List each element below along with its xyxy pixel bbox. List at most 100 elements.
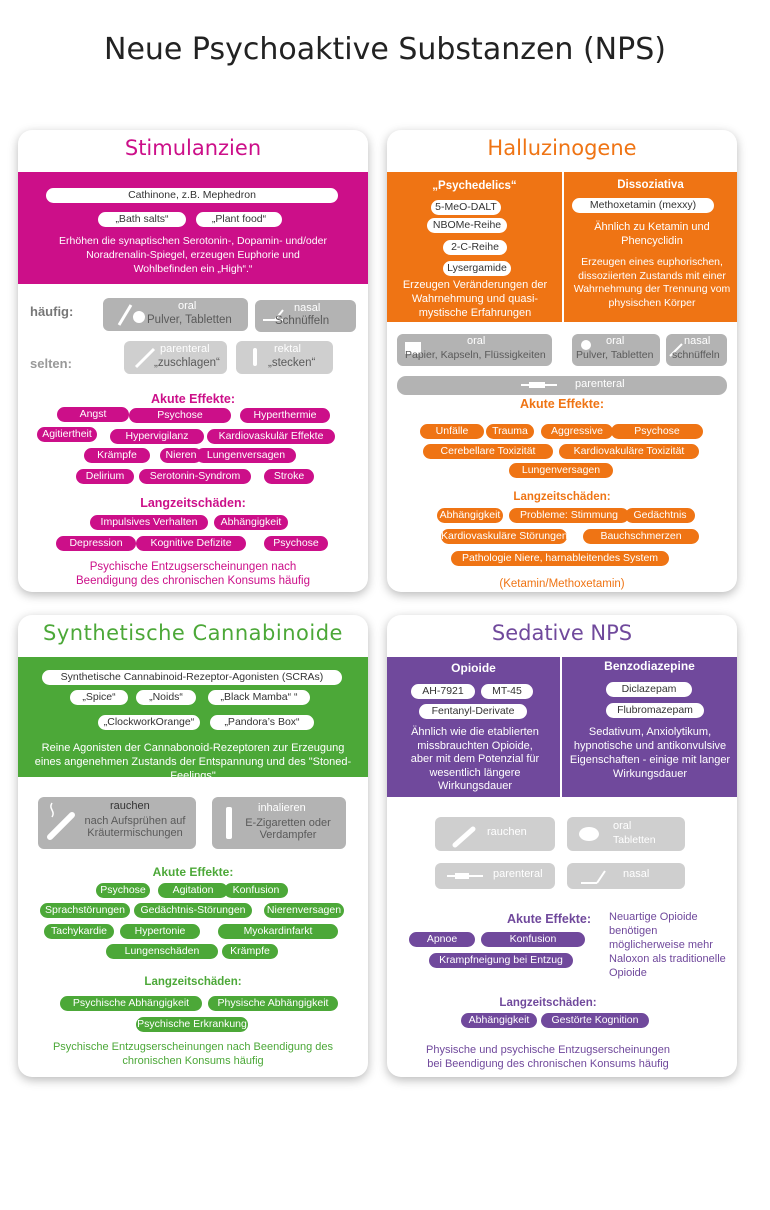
route-sub: „stecken“ — [268, 357, 316, 369]
route-title: inhalieren — [258, 802, 306, 814]
substance-pill: Flubromazepam — [606, 703, 704, 718]
paper-icon — [405, 342, 421, 354]
effect-pill: Krämpfe — [84, 448, 150, 463]
effect-pill: Unfälle — [420, 424, 484, 439]
pill-icon — [579, 827, 599, 841]
longterm-title: Langzeitschäden: — [140, 496, 246, 510]
note-text: Physische und psychische Entzugserschein… — [426, 1044, 670, 1070]
effect-pill: Angst — [57, 407, 129, 422]
route-rauchen: rauchen — [435, 817, 555, 851]
tag-pill: „ClockworkOrange“ — [98, 715, 200, 730]
longterm-title: Langzeitschäden: — [499, 997, 597, 1009]
longterm-pill: Impulsives Verhalten — [90, 515, 208, 530]
column-desc: Sedativum, Anxiolytikum, hypnotische und… — [569, 726, 731, 780]
effect-pill: Lungenversagen — [509, 463, 613, 478]
effect-pill: Krämpfe — [222, 944, 278, 959]
route-title: oral — [178, 300, 197, 312]
card-title: Halluzinogene — [487, 136, 637, 160]
column-desc: Ähnlich wie die etablierten missbrauchte… — [410, 726, 540, 792]
effect-pill: Psychose — [96, 883, 150, 898]
effect-pill: Hyperthermie — [240, 408, 330, 423]
effect-pill: Hypertonie — [120, 924, 200, 939]
effect-pill: Konfusion — [224, 883, 288, 898]
route-oral: oral Tabletten — [567, 817, 685, 851]
route-title: parenteral — [160, 343, 210, 355]
card-sedative: Sedative NPS Opioide AH-7921 MT-45 Fenta… — [387, 615, 737, 1077]
effect-pill: Kardiovakuläre Toxizität — [559, 444, 699, 459]
effect-pill: Kardiovaskulär Effekte — [207, 429, 335, 444]
card-title: Stimulanzien — [124, 136, 262, 160]
joint-icon — [452, 826, 476, 848]
e-cigarette-icon — [226, 807, 232, 839]
route-sub: schnüffeln — [672, 349, 720, 361]
substance-pill: Synthetische Cannabinoid-Rezeptor-Agonis… — [42, 670, 342, 685]
column-title: Benzodiazepine — [604, 659, 695, 673]
longterm-pill: Gestörte Kognition — [541, 1013, 649, 1028]
route-title: nasal — [623, 868, 650, 880]
route-rauchen: rauchen nach Aufsprühen auf Kräutermisch… — [38, 797, 196, 849]
route-parenteral: parenteral — [397, 376, 727, 395]
card-title: Sedative NPS — [491, 621, 633, 645]
route-oral: oral Pulver, Tabletten — [103, 298, 248, 331]
info-band-left: Opioide AH-7921 MT-45 Fentanyl-Derivate … — [387, 657, 560, 797]
route-title: parenteral — [493, 868, 543, 880]
straw-icon — [669, 343, 683, 357]
effect-pill: Lungenschäden — [106, 944, 218, 959]
effect-pill: Psychose — [611, 424, 703, 439]
joint-icon — [47, 802, 75, 840]
syringe-icon — [521, 382, 557, 388]
effect-pill: Cerebellare Toxizität — [423, 444, 553, 459]
effect-pill: Delirium — [76, 469, 134, 484]
effect-pill: Serotonin-Syndrom — [139, 469, 251, 484]
column-title: „Psychedelics“ — [432, 180, 517, 192]
card-halluzinogene: Halluzinogene „Psychedelics“ 5-MeO-DALT … — [387, 130, 737, 592]
pill-icon — [581, 340, 591, 350]
effect-pill: Gedächtnis-Störungen — [134, 903, 252, 918]
substance-pill: Cathinone, z.B. Mephedron — [46, 188, 338, 203]
syringe-icon — [134, 347, 156, 369]
suppository-icon — [253, 348, 257, 366]
substance-pill: Diclazepam — [606, 682, 692, 697]
note-text: Psychische Entzugserscheinungen nach Bee… — [76, 561, 310, 587]
straw-icon — [581, 870, 606, 884]
longterm-pill: Pathologie Niere, harnableitendes System — [451, 551, 669, 566]
route-title: parenteral — [575, 378, 625, 390]
substance-pill: MT-45 — [481, 684, 533, 699]
longterm-pill: Abhängigkeit — [461, 1013, 537, 1028]
column-title: Opioide — [451, 661, 496, 675]
route-title: oral — [613, 820, 632, 832]
substance-pill: AH-7921 — [411, 684, 475, 699]
route-title: rauchen — [110, 800, 150, 812]
effect-pill: Agitation — [158, 883, 228, 898]
route-title: nasal — [684, 335, 711, 347]
longterm-pill: Abhängigkeit — [437, 508, 503, 523]
description-text: Erhöhen die synaptischen Serotonin-, Dop… — [59, 235, 327, 275]
effect-pill: Nierenversagen — [264, 903, 344, 918]
card-title: Synthetische Cannabinoide — [43, 621, 343, 645]
longterm-pill: Psychische Abhängigkeit — [60, 996, 202, 1011]
tag-pill: „Spice“ — [70, 690, 128, 705]
effect-pill: Lungenversagen — [196, 448, 296, 463]
substance-pill: Fentanyl-Derivate — [419, 704, 527, 719]
route-inhalieren: inhalieren E-Zigaretten oder Verdampfer — [212, 797, 346, 849]
effect-pill: Konfusion — [481, 932, 585, 947]
card-cannabinoide: Synthetische Cannabinoide Synthetische C… — [18, 615, 368, 1077]
acute-title: Akute Effekte: — [519, 397, 605, 411]
note-text: Psychische Entzugserscheinungen nach Bee… — [52, 1041, 334, 1067]
route-nasal: nasal — [567, 863, 685, 889]
route-oral-paper: oral Papier, Kapseln, Flüssigkeiten — [397, 334, 552, 366]
substance-pill: Lysergamide — [443, 261, 511, 276]
longterm-title: Langzeitschäden: — [513, 491, 611, 503]
longterm-pill: Gedächtnis — [625, 508, 695, 523]
substance-pill: 2-C-Reihe — [443, 240, 507, 255]
longterm-pill: Kognitive Defizite — [136, 536, 246, 551]
effect-pill: Agitiertheit — [37, 427, 97, 442]
column-desc: Erzeugen Veränderungen der Wahrnehmung u… — [402, 279, 548, 319]
effect-pill: Stroke — [264, 469, 314, 484]
longterm-pill: Depression — [56, 536, 136, 551]
route-sub: Papier, Kapseln, Flüssigkeiten — [405, 349, 546, 361]
longterm-pill: Physische Abhängigkeit — [208, 996, 338, 1011]
route-sub: E-Zigaretten oder Verdampfer — [245, 817, 331, 841]
route-title: rektal — [274, 343, 301, 355]
longterm-pill: Abhängigkeit — [214, 515, 288, 530]
